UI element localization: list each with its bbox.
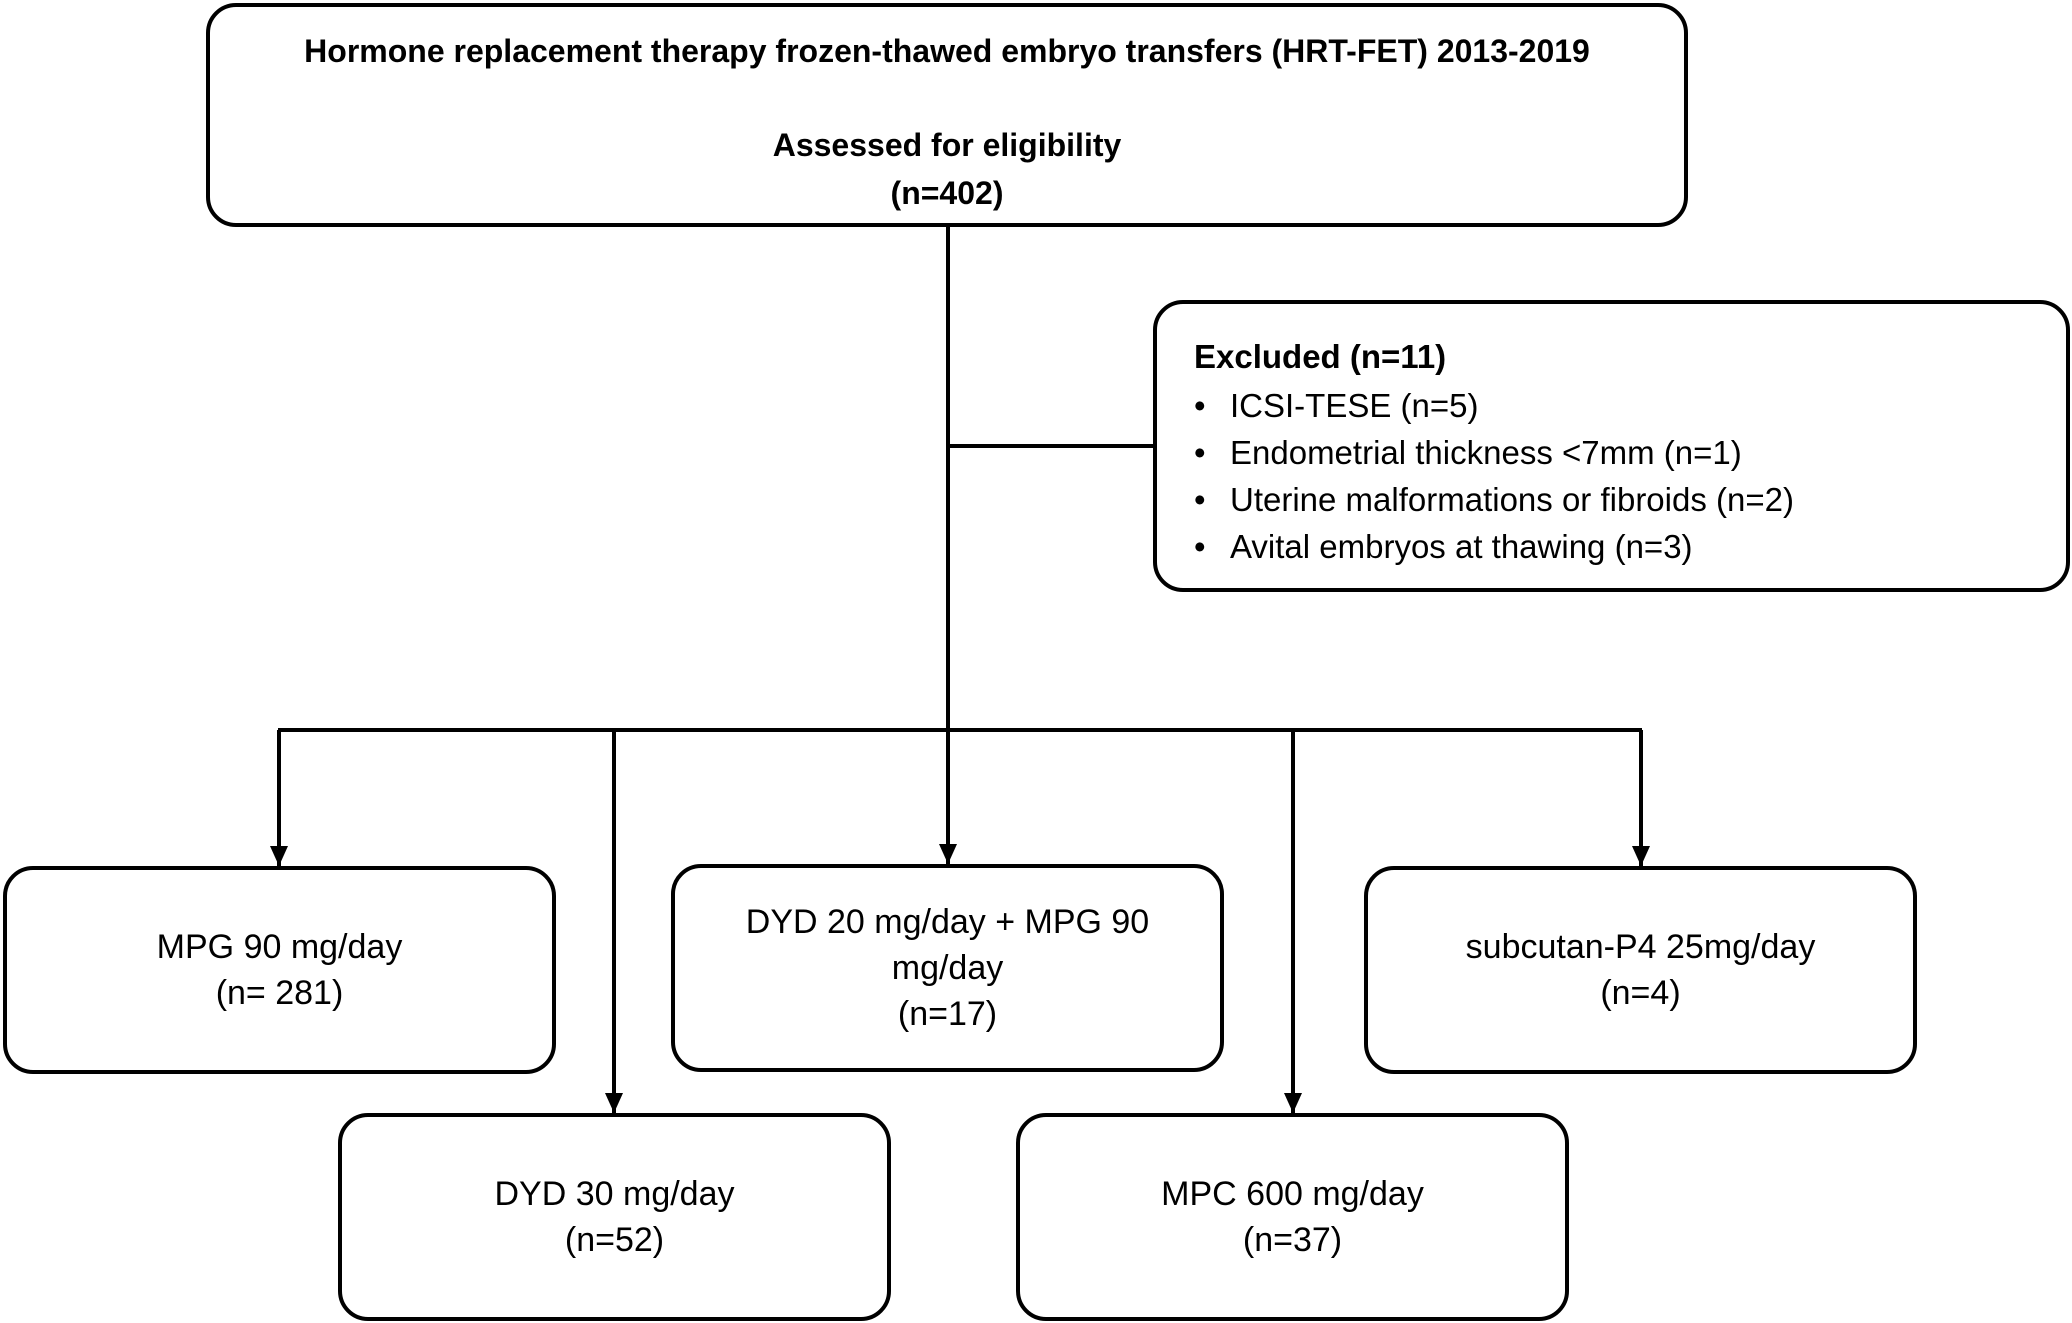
bullet-icon: • <box>1194 434 1206 471</box>
bullet-icon: • <box>1194 387 1206 424</box>
arrowhead-mpg-90 <box>270 846 288 866</box>
excluded-item: • Avital embryos at thawing (n=3) <box>1194 523 1794 570</box>
group-box-subcutan-p4: subcutan-P4 25mg/day (n=4) <box>1364 866 1917 1074</box>
eligibility-count: (n=402) <box>890 175 1004 211</box>
eligibility-box: Hormone replacement therapy frozen-thawe… <box>206 3 1688 227</box>
group-count: (n=37) <box>1242 1221 1343 1259</box>
excluded-box: Excluded (n=11) • ICSI-TESE (n=5) • Endome… <box>1153 300 2070 592</box>
excluded-item: • Uterine malformations or fibroids (n=2) <box>1194 476 1794 523</box>
eligibility-label: Assessed for eligibility <box>772 127 1122 163</box>
bullet-icon: • <box>1194 481 1206 518</box>
group-count: (n=4) <box>1600 974 1681 1012</box>
arrowhead-mpc-600 <box>1284 1093 1302 1113</box>
group-label: DYD 20 mg/day + MPG 90 mg/day <box>745 903 1150 987</box>
arrowhead-dyd-30 <box>605 1093 623 1113</box>
excluded-item-text: Uterine malformations or fibroids (n=2) <box>1230 481 1794 518</box>
excluded-item-text: Endometrial thickness <7mm (n=1) <box>1230 434 1742 471</box>
study-title: Hormone replacement therapy frozen-thawe… <box>304 33 1590 69</box>
excluded-item-text: Avital embryos at thawing (n=3) <box>1230 528 1693 565</box>
group-label: MPG 90 mg/day <box>156 928 403 966</box>
excluded-item-text: ICSI-TESE (n=5) <box>1230 387 1479 424</box>
group-box-mpc-600: MPC 600 mg/day (n=37) <box>1016 1113 1569 1321</box>
excluded-item: • ICSI-TESE (n=5) <box>1194 382 1794 429</box>
excluded-title: Excluded (n=11) <box>1194 338 1447 375</box>
group-box-mpg-90: MPG 90 mg/day (n= 281) <box>3 866 556 1074</box>
group-box-dyd-20-mpg-90: DYD 20 mg/day + MPG 90 mg/day (n=17) <box>671 864 1224 1072</box>
group-count: (n=17) <box>897 995 998 1033</box>
arrowhead-subcutan-p4 <box>1632 846 1650 866</box>
eligibility-label-group: Assessed for eligibility (n=402) <box>210 121 1684 217</box>
group-count: (n=52) <box>564 1221 665 1259</box>
bullet-icon: • <box>1194 528 1206 565</box>
group-label: subcutan-P4 25mg/day <box>1465 928 1816 966</box>
arrows <box>270 730 1650 1113</box>
group-box-dyd-30: DYD 30 mg/day (n=52) <box>338 1113 891 1321</box>
excluded-item: • Endometrial thickness <7mm (n=1) <box>1194 429 1794 476</box>
group-count: (n= 281) <box>215 974 344 1012</box>
group-label: DYD 30 mg/day <box>494 1175 735 1213</box>
arrowhead-dyd-20-mpg-90 <box>939 844 957 864</box>
excluded-list: • ICSI-TESE (n=5) • Endometrial thickness … <box>1194 382 1794 570</box>
group-label: MPC 600 mg/day <box>1161 1175 1424 1213</box>
